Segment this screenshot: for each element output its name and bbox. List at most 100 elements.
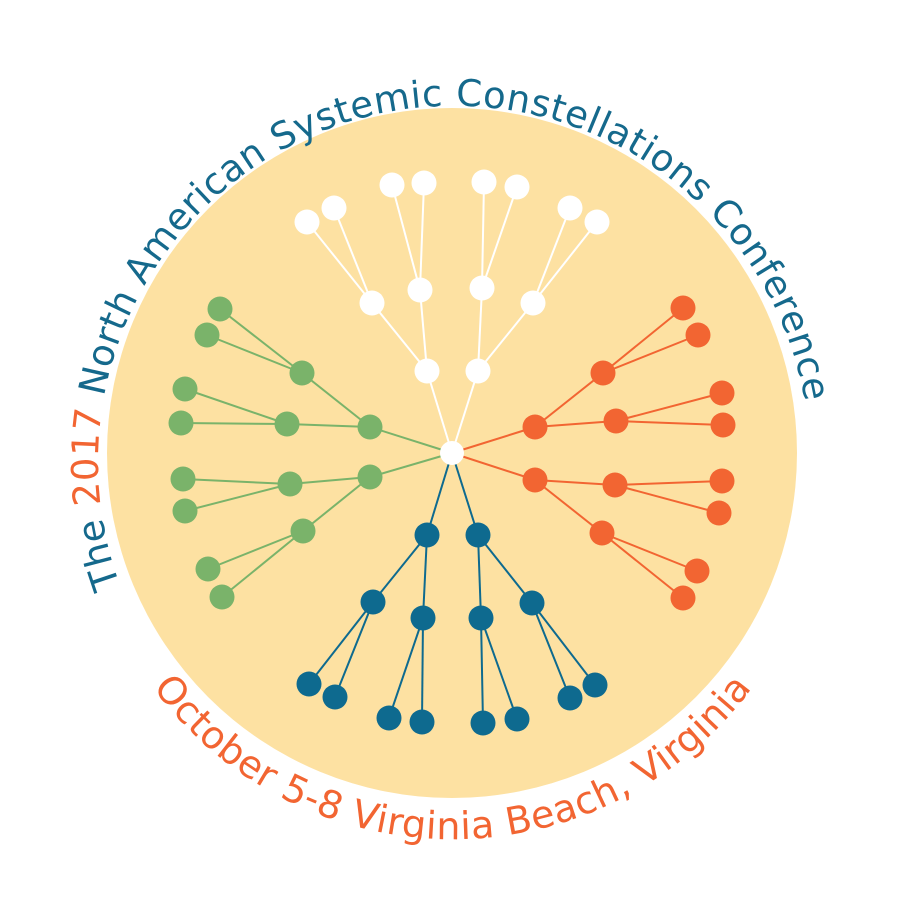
connector-line [477,534,482,619]
connector-line [477,534,533,604]
green-left-node-level2 [274,411,300,437]
white-top-node-level3 [379,172,405,198]
connector-line [308,601,374,685]
title-year: 2017 [64,405,111,508]
connector-line [422,534,428,619]
connector-line [182,478,291,485]
network-diagram [168,169,736,736]
connector-line [481,186,518,289]
connector-line [421,617,424,723]
connector-line [369,452,453,478]
connector-line [601,532,684,599]
white-top-node-level3 [584,209,610,235]
connector-line [477,302,534,372]
green-left-node-level3 [194,322,220,348]
orange-right-node-level2 [602,472,628,498]
blue-bottom-node-level3 [296,671,322,697]
connector-line [534,479,616,486]
white-top-node-level2 [407,277,433,303]
connector-line [207,530,304,570]
connector-line [481,181,485,289]
blue-bottom-node-level3 [376,705,402,731]
blue-bottom-node-level2 [360,589,386,615]
connector-line [369,426,453,454]
orange-right-node-level3 [685,322,711,348]
connector-line [334,601,374,698]
connector-line [391,184,421,291]
connector-line [419,182,425,291]
orange-right-node-level3 [709,468,735,494]
connector-line [180,422,288,425]
connector-line [306,221,373,304]
connector-line [451,452,536,481]
connector-line [301,372,371,428]
connector-line [480,617,518,720]
orange-right-node-level3 [709,380,735,406]
green-left-node-level1 [357,414,383,440]
connector-line [371,302,428,372]
orange-right-node-level3 [670,295,696,321]
connector-line [531,602,596,686]
orange-right-node-level2 [603,408,629,434]
blue-bottom-node-level3 [322,684,348,710]
white-top-node-level1 [414,358,440,384]
connector-line [451,426,536,454]
white-top-node-level2 [359,290,385,316]
connector-line [532,207,571,304]
green-left-node-level3 [209,584,235,610]
connector-line [601,532,698,572]
green-left-node-level3 [207,296,233,322]
white-top-node-level3 [411,170,437,196]
blue-bottom-node-level3 [504,706,530,732]
connector-line [614,484,720,514]
connector-line [615,420,724,426]
connector-line [286,423,371,428]
connector-line [534,420,617,428]
connector-line [614,480,723,486]
blue-bottom-node-level3 [582,672,608,698]
connector-line [534,479,603,534]
white-top-node-level3 [471,169,497,195]
connector-line [534,372,604,428]
green-left-node-level3 [172,498,198,524]
green-left-node-level3 [172,376,198,402]
connector-line [419,289,428,372]
connector-line [531,602,571,699]
green-left-node-level2 [289,360,315,386]
orange-right-node-level3 [706,500,732,526]
connector-line [221,530,304,598]
connector-line [602,307,684,374]
white-top-node-level2 [520,290,546,316]
blue-bottom-node-level3 [470,710,496,736]
connector-line [206,334,303,374]
orange-right-node-level3 [684,558,710,584]
connector-line [451,370,479,454]
hub-node [440,441,464,465]
blue-bottom-node-level3 [557,685,583,711]
orange-right-node-level2 [590,360,616,386]
green-left-node-level3 [170,466,196,492]
orange-right-node-level2 [589,520,615,546]
connector-line [451,452,479,536]
green-left-node-level2 [277,471,303,497]
connector-line [289,476,371,485]
green-left-node-level1 [357,464,383,490]
blue-bottom-node-level1 [414,522,440,548]
connector-line [532,221,598,304]
blue-bottom-node-level2 [519,590,545,616]
blue-bottom-node-level1 [465,522,491,548]
white-top-node-level2 [469,275,495,301]
connector-line [333,207,373,304]
connector-line [602,334,699,374]
green-left-node-level3 [195,556,221,582]
connector-line [372,534,428,603]
connector-line [477,287,483,372]
connector-line [184,388,288,425]
white-top-node-level3 [294,209,320,235]
connector-line [184,483,291,512]
connector-line [426,370,453,454]
blue-bottom-node-level2 [468,605,494,631]
white-top-node-level3 [557,195,583,221]
orange-right-node-level1 [522,467,548,493]
